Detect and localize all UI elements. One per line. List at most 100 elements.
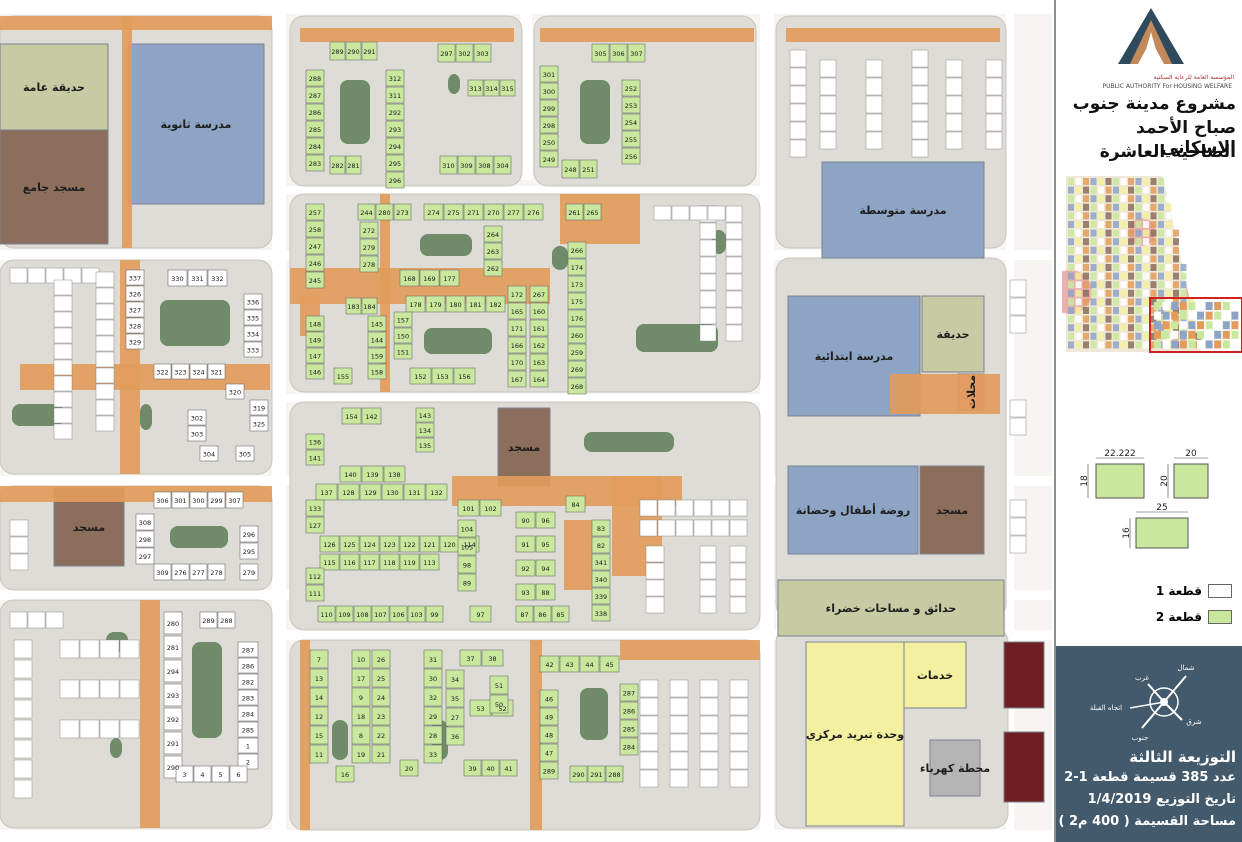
- keymap-cell: [1128, 324, 1134, 332]
- keymap-cell: [1098, 178, 1104, 185]
- plot-18-number: 18: [357, 713, 365, 721]
- keymap-cell: [1090, 246, 1097, 254]
- keymap-cell: [1120, 281, 1127, 289]
- unnumbered-lot: [119, 639, 140, 659]
- plot-136-lot: [305, 433, 325, 450]
- plot-300-lot: [539, 82, 559, 100]
- keymap-cell: [1120, 332, 1127, 340]
- dark-facility-2: [1003, 731, 1045, 803]
- unnumbered-lot: [13, 779, 33, 799]
- plot-286-lot: [305, 103, 325, 121]
- plot-299-lot: [207, 491, 226, 509]
- plot-314-number: 314: [485, 85, 497, 93]
- keymap-cell: [1171, 302, 1179, 310]
- keymap-cell: [1068, 264, 1074, 271]
- plot-305-lot: [235, 445, 255, 462]
- plot-268-lot: [567, 377, 587, 395]
- unnumbered-lot: [911, 139, 929, 158]
- keymap-cell: [1154, 311, 1161, 320]
- keymap-cell: [1098, 281, 1104, 289]
- plot-49-number: 49: [545, 714, 553, 722]
- project-title-line2: صباح الأحمد الإسكاني: [1136, 118, 1236, 158]
- plot-153-lot: [431, 367, 454, 385]
- keymap-cell: [1083, 212, 1089, 220]
- plot-154-lot: [341, 407, 362, 425]
- plot-151-lot: [393, 343, 413, 360]
- plot-184-lot: [361, 297, 378, 315]
- plot-14-lot: [309, 687, 329, 707]
- plot-158-number: 158: [371, 369, 383, 377]
- keymap-cell: [1158, 289, 1164, 297]
- unnumbered-lot: [985, 77, 1003, 96]
- compass-east: شرق: [1186, 718, 1201, 726]
- unnumbered-lot: [819, 77, 837, 96]
- plot-313-lot: [467, 79, 484, 97]
- keymap-cell: [1173, 229, 1179, 237]
- plot-287-number: 287: [242, 647, 254, 655]
- keymap-cell: [1165, 212, 1172, 220]
- keymap-cell: [1105, 186, 1112, 194]
- unnumbered-lot: [645, 562, 665, 580]
- unnumbered-lot: [13, 639, 33, 659]
- keymap-cell: [1120, 324, 1127, 332]
- plot-123-lot: [379, 535, 400, 553]
- plot-278-lot: [207, 563, 226, 581]
- plot-170-lot: [507, 353, 527, 371]
- green-court-11: [584, 432, 674, 452]
- unnumbered-lot: [95, 335, 115, 352]
- plot-289-number: 289: [543, 768, 555, 776]
- plot-87-lot: [515, 605, 534, 623]
- keymap-cell: [1105, 341, 1112, 349]
- plot-285-lot: [619, 719, 639, 738]
- pedestrian-path-4: [786, 28, 1000, 42]
- plot-145-number: 145: [371, 321, 383, 329]
- plot-82-lot: [591, 536, 611, 554]
- keymap-cell: [1173, 246, 1179, 254]
- plot-127-number: 127: [309, 522, 321, 530]
- plot-110-number: 110: [320, 611, 332, 619]
- keymap-cell: [1113, 341, 1119, 349]
- plot-53-number: 53: [476, 705, 484, 713]
- plot-24-lot: [371, 687, 391, 707]
- keymap-cell: [1173, 289, 1179, 297]
- keymap-cell: [1128, 281, 1134, 289]
- unnumbered-lot: [95, 271, 115, 288]
- unnumbered-lot: [13, 739, 33, 759]
- plot-278-number: 278: [363, 261, 375, 269]
- plot-15-number: 15: [315, 732, 323, 740]
- plot-34-number: 34: [451, 676, 459, 684]
- plot-268-number: 268: [571, 383, 583, 391]
- plot-306-lot: [153, 491, 172, 509]
- keymap-cell: [1135, 238, 1142, 246]
- plot-158-lot: [367, 363, 387, 380]
- legend-item-plot2: قطعة 2: [1156, 610, 1232, 624]
- key-map[interactable]: [1062, 172, 1242, 356]
- keymap-cell: [1120, 298, 1127, 306]
- plot-339-number: 339: [595, 593, 607, 601]
- unnumbered-lot: [707, 205, 726, 221]
- pedestrian-path-11: [564, 520, 592, 590]
- unnumbered-lot: [53, 391, 73, 408]
- keymap-cell: [1068, 332, 1074, 340]
- unnumbered-lot: [865, 77, 883, 96]
- keymap-cell: [1090, 272, 1097, 280]
- plot-298-number: 298: [139, 536, 151, 544]
- plot-3-number: 3: [182, 771, 186, 779]
- plot-49-lot: [539, 707, 559, 726]
- plot-245-number: 245: [309, 277, 321, 285]
- plot-134-lot: [415, 422, 435, 438]
- plot-340-lot: [591, 570, 611, 588]
- plot-301-lot: [539, 65, 559, 83]
- keymap-cell: [1083, 203, 1089, 211]
- plot-322-number: 322: [156, 369, 168, 377]
- plot-312-lot: [385, 69, 405, 87]
- plot-48-lot: [539, 725, 559, 744]
- plot-312-number: 312: [389, 75, 401, 83]
- plot-114-number: 114: [463, 541, 475, 549]
- keymap-cell: [1158, 203, 1164, 211]
- unnumbered-lot: [639, 697, 659, 716]
- keymap-cell: [1120, 238, 1127, 246]
- plot-301-lot: [171, 491, 190, 509]
- keymap-cell: [1090, 341, 1097, 349]
